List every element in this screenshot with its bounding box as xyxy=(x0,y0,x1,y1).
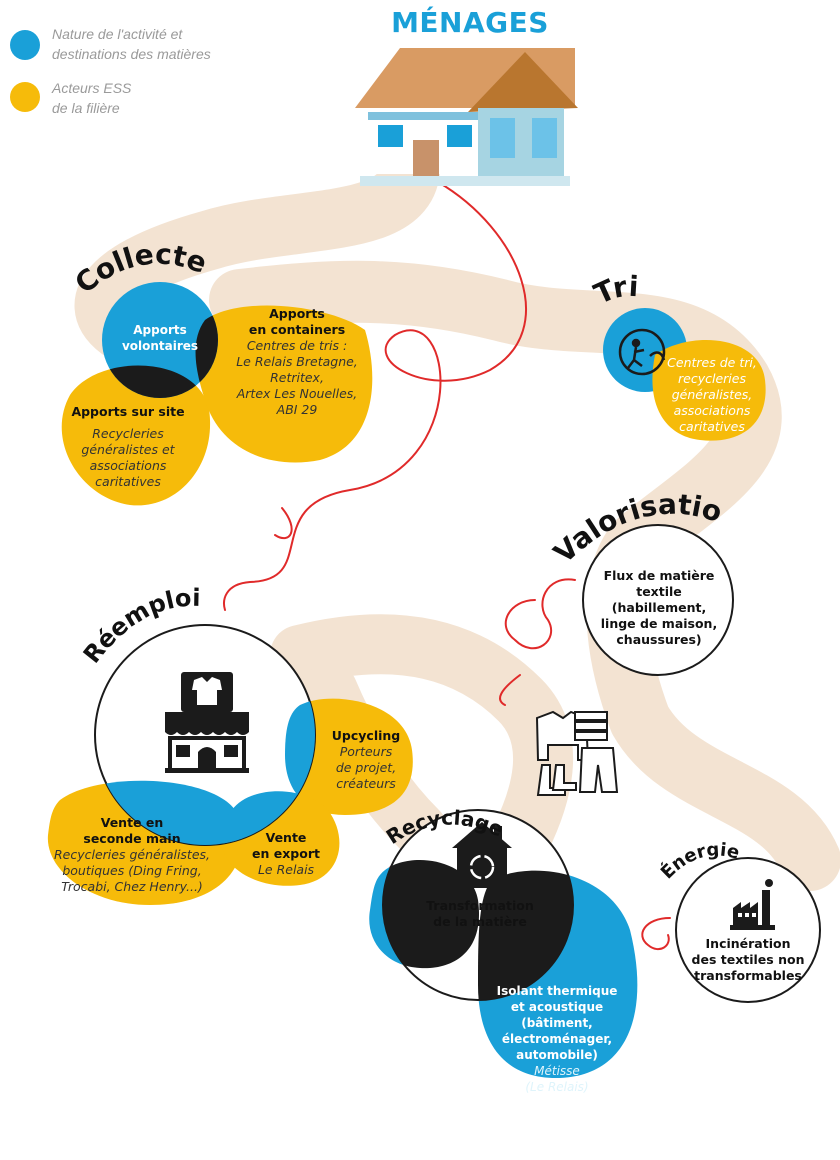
valorisation-line-0: Flux de matière xyxy=(603,568,715,583)
legend-yellow-line1: Acteurs ESS xyxy=(52,80,132,96)
apports-volontaires-label: Apports volontaires xyxy=(121,323,199,353)
collecte-blobs xyxy=(61,282,373,506)
export-line-0: Le Relais xyxy=(257,862,315,877)
seconde-main-line-1: boutiques (Ding Fring, xyxy=(62,863,202,878)
legend-blue: Nature de l'activité et destinations des… xyxy=(52,24,211,64)
seconde-main-title-2: seconde main xyxy=(83,831,181,846)
apports-containers-box: Apports en containers Centres de tris : … xyxy=(222,306,372,418)
transformation-box: Transformation de la matière xyxy=(418,898,542,930)
chiffon-box: Chiffon d'essuyage xyxy=(372,1012,464,1044)
tri-box: Centres de tri, recycleries généralistes… xyxy=(662,355,762,435)
apports-containers-blob xyxy=(195,305,373,463)
reemploi-group xyxy=(47,624,413,905)
house-recycle-icon xyxy=(452,822,512,888)
seconde-main-line-0: Recycleries généralistes, xyxy=(53,847,211,862)
upcycling-line-2: créateurs xyxy=(336,776,396,791)
upcycling-blob xyxy=(285,698,413,815)
transformation-line-2: de la matière xyxy=(433,914,527,929)
tri-yellow-blob xyxy=(652,340,766,441)
valorisation-box: Flux de matière textile (habillement, li… xyxy=(595,568,723,648)
isolant-actor-0: Métisse xyxy=(534,1064,580,1078)
isolant-line-3: électroménager, xyxy=(501,1032,613,1046)
tri-line-2: généralistes, xyxy=(671,387,753,402)
isolant-line-1: et acoustique xyxy=(510,1000,604,1014)
energie-line-0: Incinération xyxy=(705,936,791,951)
legend-yellow-dot xyxy=(10,82,40,112)
apports-containers-line-4: ABI 29 xyxy=(276,402,318,417)
valorisation-line-2: linge de maison, xyxy=(600,616,718,631)
export-box: Vente en export Le Relais xyxy=(240,830,332,878)
isolant-line-2: (bâtiment, xyxy=(521,1016,593,1030)
clothes-icon xyxy=(535,710,619,796)
upcycling-title: Upcycling xyxy=(331,728,401,743)
isolant-line-4: automobile) xyxy=(516,1048,598,1062)
apports-containers-line-1: Le Relais Bretagne, xyxy=(236,354,358,369)
legend-yellow-line2: de la filière xyxy=(52,100,120,116)
valorisation-circle xyxy=(582,524,734,676)
apports-site-line-0: Recycleries xyxy=(92,426,164,441)
shop-icon xyxy=(165,672,249,773)
tri-line-0: Centres de tri, xyxy=(667,355,757,370)
apports-containers-line-2: Retritex, xyxy=(270,370,324,385)
energie-box: Incinération des textiles non transforma… xyxy=(686,936,810,984)
seconde-main-line-2: Trocabi, Chez Henry...) xyxy=(61,879,203,894)
transformation-line-1: Transformation xyxy=(426,898,534,913)
chiffon-line-2: d'essuyage xyxy=(380,1029,456,1043)
energie-line-2: transformables xyxy=(694,968,802,983)
isolant-actor-1: (Le Relais) xyxy=(525,1080,589,1094)
isolant-box: Isolant thermique et acoustique (bâtimen… xyxy=(487,983,627,1095)
valorisation-line-1: textile (habillement, xyxy=(611,584,707,615)
chiffon-line-1: Chiffon xyxy=(394,1013,442,1027)
tri-line-1: recycleries xyxy=(678,371,746,386)
legend-blue-line2: destinations des matières xyxy=(52,46,211,62)
export-title-2: en export xyxy=(252,846,320,861)
factory-icon xyxy=(730,879,775,930)
recycle-person-icon xyxy=(618,328,666,376)
page-title: MÉNAGES xyxy=(391,6,549,39)
apports-site-title: Apports sur site xyxy=(71,404,185,419)
apports-containers-line-0: Centres de tris : xyxy=(246,338,348,353)
upcycling-box: Upcycling Porteurs de projet, créateurs xyxy=(318,728,414,792)
legend-blue-dot xyxy=(10,30,40,60)
recyclage-group xyxy=(369,809,638,1079)
legend-yellow: Acteurs ESS de la filière xyxy=(52,78,131,118)
isolant-line-0: Isolant thermique xyxy=(496,984,618,998)
tri-line-3: associations xyxy=(673,403,751,418)
apports-site-line-2: associations xyxy=(89,458,167,473)
upcycling-line-0: Porteurs xyxy=(339,744,393,759)
legend-blue-line1: Nature de l'activité et xyxy=(52,26,183,42)
apports-site-line-1: généralistes et xyxy=(81,442,175,457)
export-title-1: Vente xyxy=(265,830,307,845)
energie-line-1: des textiles non xyxy=(691,952,805,967)
valorisation-line-3: chaussures) xyxy=(616,632,702,647)
apports-site-line-3: caritatives xyxy=(95,474,161,489)
apports-containers-line-3: Artex Les Nouelles, xyxy=(236,386,358,401)
apports-containers-title-2: en containers xyxy=(248,322,346,337)
apports-containers-title-1: Apports xyxy=(269,306,325,321)
seconde-main-box: Vente en seconde main Recycleries généra… xyxy=(46,815,218,895)
upcycling-line-1: de projet, xyxy=(335,760,397,775)
tri-blobs xyxy=(603,308,766,441)
energie-group xyxy=(675,857,821,1003)
apports-site-blob xyxy=(61,365,211,506)
seconde-main-title-1: Vente en xyxy=(100,815,164,830)
tri-line-4: caritatives xyxy=(679,419,745,434)
apports-site-box: Apports sur site Recycleries généraliste… xyxy=(58,404,198,490)
house-illustration xyxy=(355,48,578,186)
